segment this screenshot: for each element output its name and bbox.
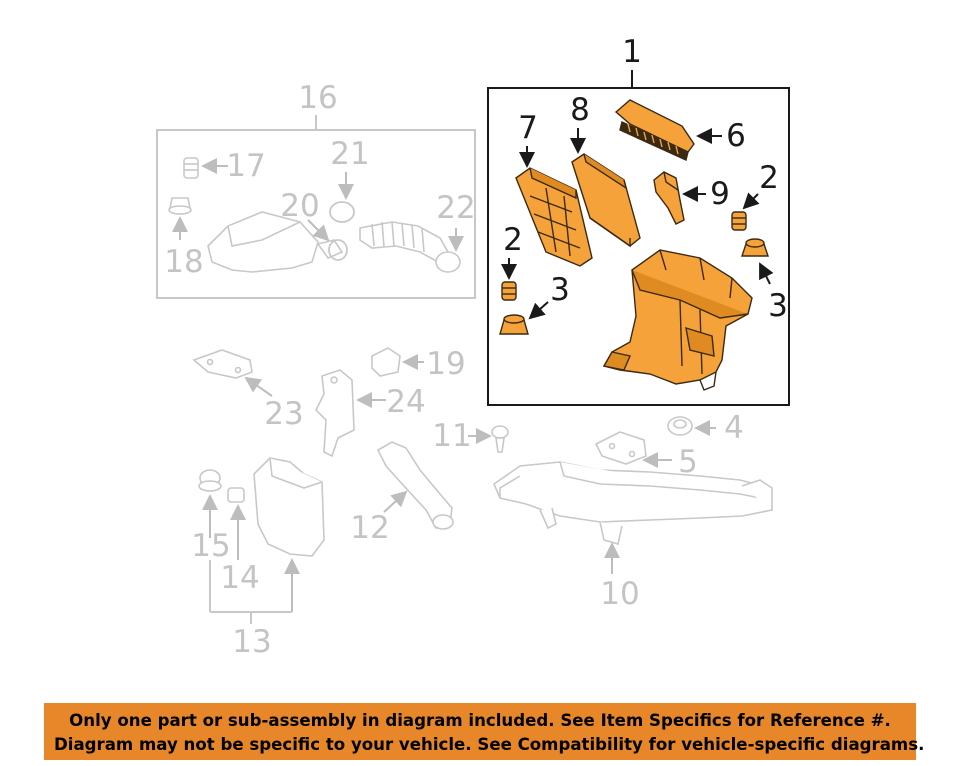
bracket-19 bbox=[371, 347, 401, 377]
air-duct-10 bbox=[493, 461, 773, 546]
callout-1: 1 bbox=[622, 34, 642, 70]
grommet-15 bbox=[198, 469, 222, 492]
callout-14: 14 bbox=[220, 560, 259, 596]
notice-banner: Only one part or sub-assembly in diagram… bbox=[44, 703, 925, 760]
callout-16: 16 bbox=[298, 80, 337, 116]
notice-line-1: Only one part or sub-assembly in diagram… bbox=[69, 711, 891, 730]
filter-element-6 bbox=[614, 99, 695, 161]
callout-7: 7 bbox=[518, 110, 538, 146]
intake-tube-12 bbox=[376, 441, 454, 530]
callout-17: 17 bbox=[226, 148, 265, 184]
grommet-17 bbox=[183, 157, 199, 179]
callout-22: 22 bbox=[436, 190, 475, 226]
air-cleaner-box-1 bbox=[487, 70, 790, 406]
clip-11 bbox=[491, 425, 509, 453]
callout-2-right: 2 bbox=[759, 160, 779, 196]
callout-8: 8 bbox=[570, 92, 590, 128]
callout-2-left: 2 bbox=[503, 222, 523, 258]
callout-15: 15 bbox=[191, 528, 230, 564]
callout-4: 4 bbox=[724, 410, 744, 446]
resonator-13 bbox=[253, 457, 325, 557]
bracket-5 bbox=[594, 431, 647, 465]
callout-21: 21 bbox=[330, 136, 369, 172]
bracket-24 bbox=[315, 369, 355, 458]
callout-23: 23 bbox=[264, 396, 303, 432]
bracket-23 bbox=[192, 349, 253, 379]
callout-5: 5 bbox=[678, 444, 698, 480]
callout-24: 24 bbox=[386, 384, 425, 420]
callout-6: 6 bbox=[726, 118, 746, 154]
grommet-4 bbox=[667, 416, 693, 436]
callout-10: 10 bbox=[600, 576, 639, 612]
clamp-21 bbox=[328, 201, 355, 261]
grommet-14 bbox=[227, 487, 245, 503]
callout-3-right: 3 bbox=[768, 288, 788, 324]
intake-hose-22 bbox=[359, 221, 461, 273]
notice-line-2: Diagram may not be specific to your vehi… bbox=[54, 735, 925, 754]
bushing-3-right bbox=[741, 238, 769, 257]
grommet-2-left bbox=[501, 281, 517, 301]
bushing-3-left bbox=[499, 314, 529, 335]
air-filter-8 bbox=[571, 153, 641, 248]
element-cover-7 bbox=[515, 167, 593, 267]
callout-3-left: 3 bbox=[550, 272, 570, 308]
grommet-2-right bbox=[731, 211, 747, 231]
callout-11: 11 bbox=[432, 418, 471, 454]
callout-9: 9 bbox=[710, 176, 730, 212]
callout-12: 12 bbox=[350, 510, 389, 546]
bushing-18 bbox=[168, 197, 192, 215]
air-cleaner-case-1 bbox=[602, 249, 753, 391]
callout-19: 19 bbox=[426, 346, 465, 382]
callout-20: 20 bbox=[280, 188, 319, 224]
callout-13: 13 bbox=[232, 624, 271, 660]
mass-air-flow-sensor-9 bbox=[653, 171, 685, 225]
intake-duct-20 bbox=[207, 211, 344, 273]
bracket-lines-13 bbox=[209, 560, 292, 624]
callout-18: 18 bbox=[164, 244, 203, 280]
intake-group-box-16 bbox=[156, 115, 476, 299]
